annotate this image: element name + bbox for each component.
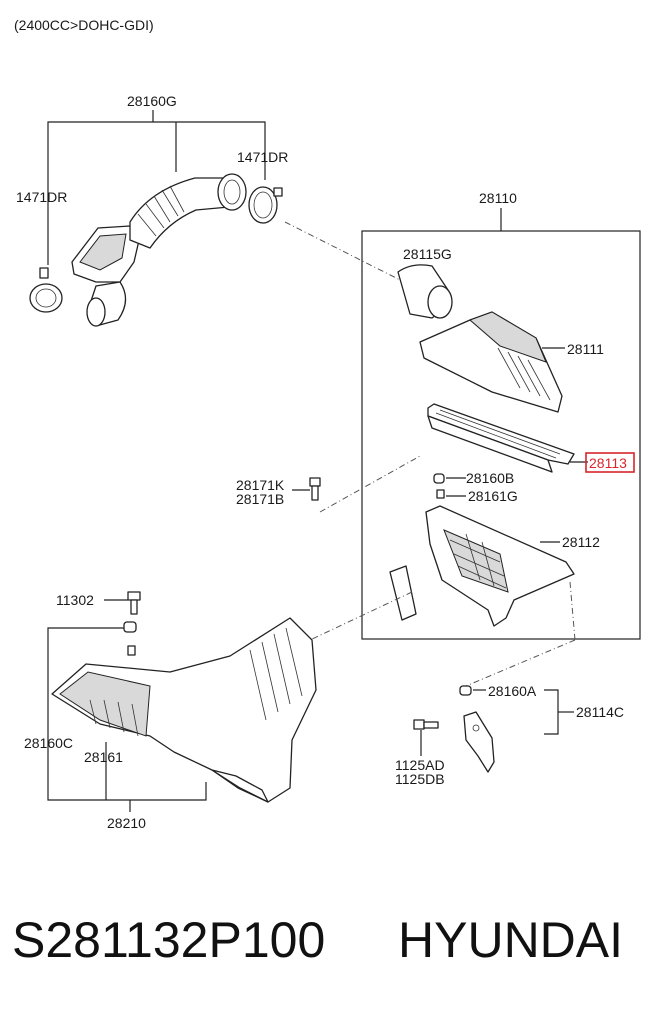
engine-note: (2400CC>DOHC-GDI) [14, 17, 154, 33]
label-28112: 28112 [562, 534, 600, 550]
hose-clamp-top [248, 186, 278, 224]
label-28113: 28113 [589, 455, 627, 471]
intake-hose-group: 28160G 1471DR 1471DR [16, 93, 288, 327]
label-28160C: 28160C [24, 735, 73, 751]
grommet-28160A [459, 685, 472, 696]
air-duct-group: 28160C 28161 28210 [24, 617, 317, 831]
part-number: S281132P100 [12, 912, 326, 968]
pin-28161G [436, 489, 445, 499]
bracket-group: 28160A 28114C 1125AD 1125DB [395, 683, 624, 787]
label-28114C: 28114C [576, 704, 624, 720]
exploded-parts-diagram: (2400CC>DOHC-GDI) 28160G 1471DR 1471DR [14, 17, 641, 831]
label-28115G: 28115G [403, 246, 452, 262]
label-11302: 11302 [56, 592, 94, 608]
air-cleaner-assembly: 28110 28115G 28111 28113 28160B [309, 190, 641, 641]
footer-caption: S281132P100 HYUNDAI [0, 895, 655, 985]
grommet-28160B [433, 473, 445, 484]
hose-outlet [217, 173, 247, 211]
grommet-28160C [123, 621, 137, 633]
bolt-28171: 28171K 28171B [236, 477, 321, 507]
label-1471DR-top: 1471DR [237, 149, 288, 165]
label-1125DB: 1125DB [395, 771, 445, 787]
label-28110: 28110 [479, 190, 517, 206]
label-28171B: 28171B [236, 491, 284, 507]
air-duct [51, 617, 317, 803]
bolt-11302: 11302 [56, 591, 141, 615]
label-28160G: 28160G [127, 93, 177, 109]
brand-name: HYUNDAI [398, 912, 624, 968]
label-28161: 28161 [84, 749, 123, 765]
pin-28161 [127, 645, 136, 656]
label-1471DR-left: 1471DR [16, 189, 67, 205]
label-1125AD: 1125AD [395, 757, 445, 773]
label-28161G: 28161G [468, 488, 518, 504]
label-28160A: 28160A [488, 683, 537, 699]
mounting-bracket [463, 711, 495, 773]
label-28160B: 28160B [466, 470, 514, 486]
highlight-box-28113 [585, 452, 635, 473]
label-28210: 28210 [107, 815, 146, 831]
hose-clamp-left [29, 283, 63, 313]
side-gasket [389, 565, 417, 621]
label-28171K: 28171K [236, 477, 285, 493]
label-28111: 28111 [567, 341, 604, 357]
bolt-1125AD [413, 719, 425, 730]
